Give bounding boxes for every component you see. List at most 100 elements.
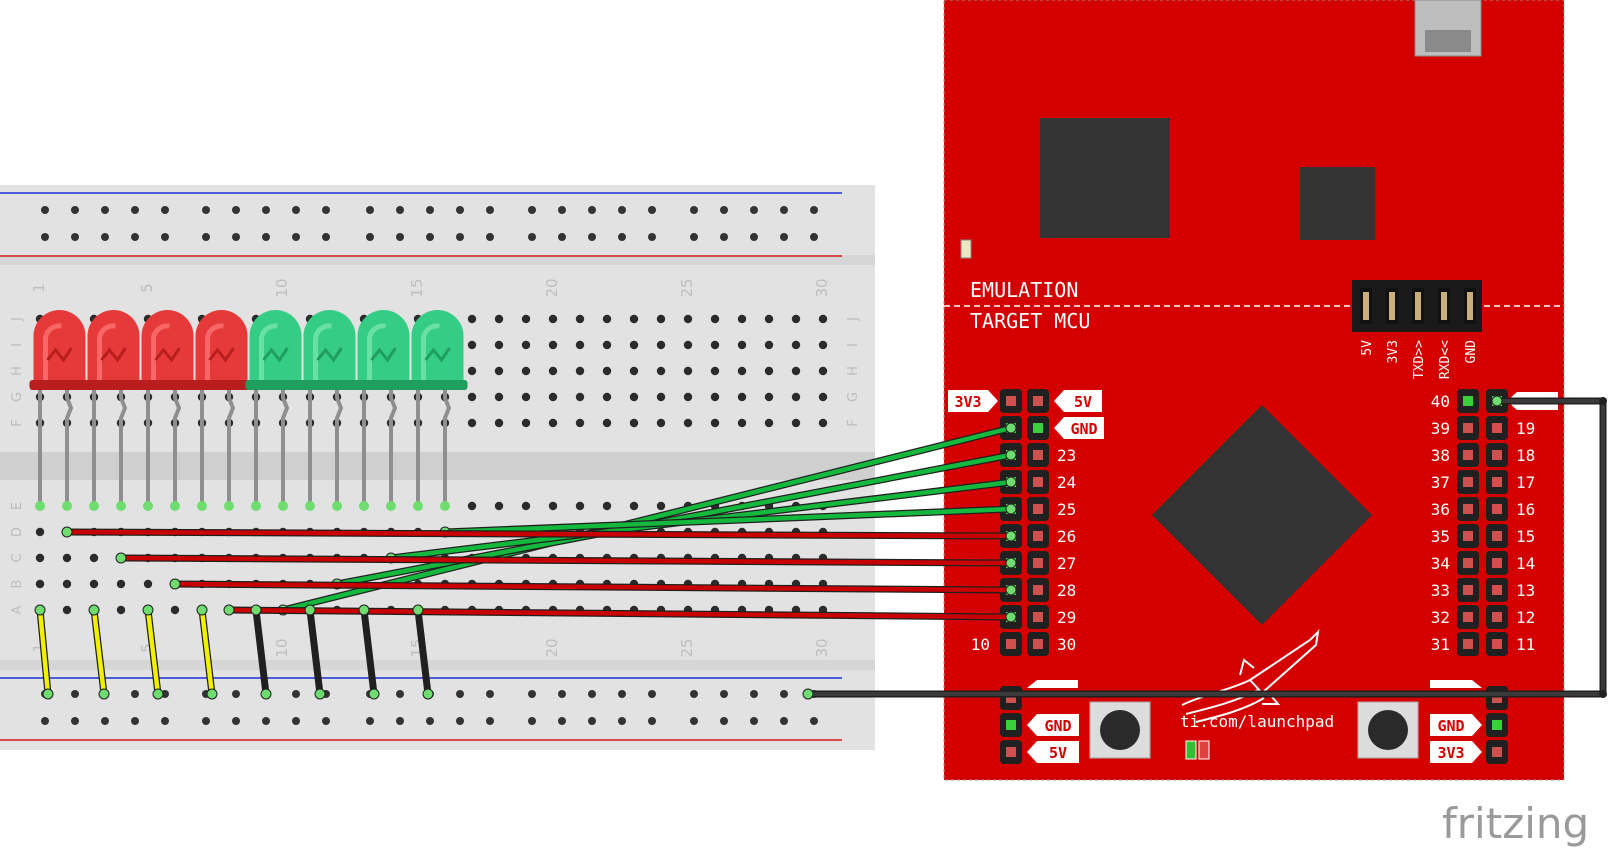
breadboard-hole[interactable] <box>683 366 693 376</box>
rail-hole[interactable] <box>750 690 758 698</box>
breadboard-hole[interactable] <box>35 527 45 537</box>
header-pin[interactable] <box>1463 504 1473 514</box>
wire-black[interactable] <box>412 604 434 700</box>
header-pin[interactable] <box>1033 558 1043 568</box>
rail-hole[interactable] <box>71 206 79 214</box>
rail-hole[interactable] <box>131 233 139 241</box>
header-pin[interactable] <box>1463 477 1473 487</box>
rail-hole[interactable] <box>202 717 210 725</box>
rail-hole[interactable] <box>588 206 596 214</box>
led-green[interactable] <box>353 310 414 511</box>
breadboard-hole[interactable] <box>602 392 612 402</box>
breadboard-hole[interactable] <box>575 314 585 324</box>
breadboard-hole[interactable] <box>791 418 801 428</box>
rail-hole[interactable] <box>292 717 300 725</box>
rail-hole[interactable] <box>750 717 758 725</box>
rail-hole[interactable] <box>558 690 566 698</box>
breadboard-hole[interactable] <box>818 366 828 376</box>
rail-hole[interactable] <box>161 233 169 241</box>
rail-hole[interactable] <box>396 717 404 725</box>
rail-hole[interactable] <box>101 206 109 214</box>
led-red[interactable] <box>29 310 90 511</box>
breadboard-hole[interactable] <box>35 579 45 589</box>
breadboard-hole[interactable] <box>818 418 828 428</box>
header-pin[interactable] <box>1006 747 1016 757</box>
breadboard-hole[interactable] <box>521 418 531 428</box>
rail-hole[interactable] <box>810 233 818 241</box>
header-pin[interactable] <box>1006 720 1016 730</box>
wire-red[interactable] <box>61 526 1017 542</box>
rail-hole[interactable] <box>262 233 270 241</box>
rail-hole[interactable] <box>528 233 536 241</box>
breadboard-hole[interactable] <box>602 366 612 376</box>
rail-hole[interactable] <box>71 717 79 725</box>
wire-black[interactable] <box>304 604 326 700</box>
breadboard-hole[interactable] <box>602 501 612 511</box>
breadboard-hole[interactable] <box>62 553 72 563</box>
breadboard-hole[interactable] <box>467 501 477 511</box>
breadboard-hole[interactable] <box>683 314 693 324</box>
header-pin[interactable] <box>1463 423 1473 433</box>
rail-hole[interactable] <box>202 233 210 241</box>
header-pin[interactable] <box>1463 531 1473 541</box>
rail-hole[interactable] <box>618 690 626 698</box>
breadboard-hole[interactable] <box>818 392 828 402</box>
header-pin[interactable] <box>1463 396 1473 406</box>
breadboard-hole[interactable] <box>62 579 72 589</box>
breadboard-hole[interactable] <box>629 501 639 511</box>
breadboard-hole[interactable] <box>818 340 828 350</box>
breadboard-hole[interactable] <box>575 340 585 350</box>
header-pin[interactable] <box>1033 423 1043 433</box>
rail-hole[interactable] <box>456 233 464 241</box>
rail-hole[interactable] <box>366 717 374 725</box>
breadboard-hole[interactable] <box>737 314 747 324</box>
rail-hole[interactable] <box>426 206 434 214</box>
breadboard-hole[interactable] <box>143 579 153 589</box>
breadboard-hole[interactable] <box>602 418 612 428</box>
header-pin[interactable] <box>1492 720 1502 730</box>
rail-hole[interactable] <box>232 233 240 241</box>
breadboard-hole[interactable] <box>710 366 720 376</box>
breadboard-hole[interactable] <box>737 366 747 376</box>
header-pin[interactable] <box>1006 639 1016 649</box>
rail-hole[interactable] <box>720 717 728 725</box>
header-pin[interactable] <box>1463 558 1473 568</box>
breadboard-hole[interactable] <box>818 314 828 324</box>
led-green[interactable] <box>245 310 306 511</box>
rail-hole[interactable] <box>528 206 536 214</box>
rail-hole[interactable] <box>71 690 79 698</box>
header-pin[interactable] <box>1492 747 1502 757</box>
rail-hole[interactable] <box>618 206 626 214</box>
rail-hole[interactable] <box>322 717 330 725</box>
rail-hole[interactable] <box>101 717 109 725</box>
breadboard-hole[interactable] <box>764 418 774 428</box>
led-green[interactable] <box>299 310 360 511</box>
breadboard-hole[interactable] <box>710 418 720 428</box>
rail-hole[interactable] <box>618 233 626 241</box>
breadboard-hole[interactable] <box>116 605 126 615</box>
rail-hole[interactable] <box>232 206 240 214</box>
rail-hole[interactable] <box>41 233 49 241</box>
reset-button-left[interactable] <box>1089 701 1151 759</box>
breadboard-hole[interactable] <box>548 314 558 324</box>
rail-hole[interactable] <box>558 717 566 725</box>
rail-hole[interactable] <box>292 690 300 698</box>
rail-hole[interactable] <box>426 717 434 725</box>
header-pin[interactable] <box>1006 396 1016 406</box>
header-pin[interactable] <box>1463 612 1473 622</box>
rail-hole[interactable] <box>690 206 698 214</box>
breadboard-hole[interactable] <box>710 314 720 324</box>
rail-hole[interactable] <box>558 206 566 214</box>
rail-hole[interactable] <box>780 717 788 725</box>
header-pin[interactable] <box>1033 531 1043 541</box>
header-pin[interactable] <box>1033 612 1043 622</box>
breadboard-hole[interactable] <box>548 418 558 428</box>
rail-hole[interactable] <box>262 717 270 725</box>
breadboard-hole[interactable] <box>494 501 504 511</box>
led-red[interactable] <box>83 310 144 511</box>
reset-button-right[interactable] <box>1357 701 1419 759</box>
header-pin[interactable] <box>1033 585 1043 595</box>
rail-hole[interactable] <box>232 717 240 725</box>
breadboard-hole[interactable] <box>710 340 720 350</box>
breadboard-hole[interactable] <box>494 418 504 428</box>
